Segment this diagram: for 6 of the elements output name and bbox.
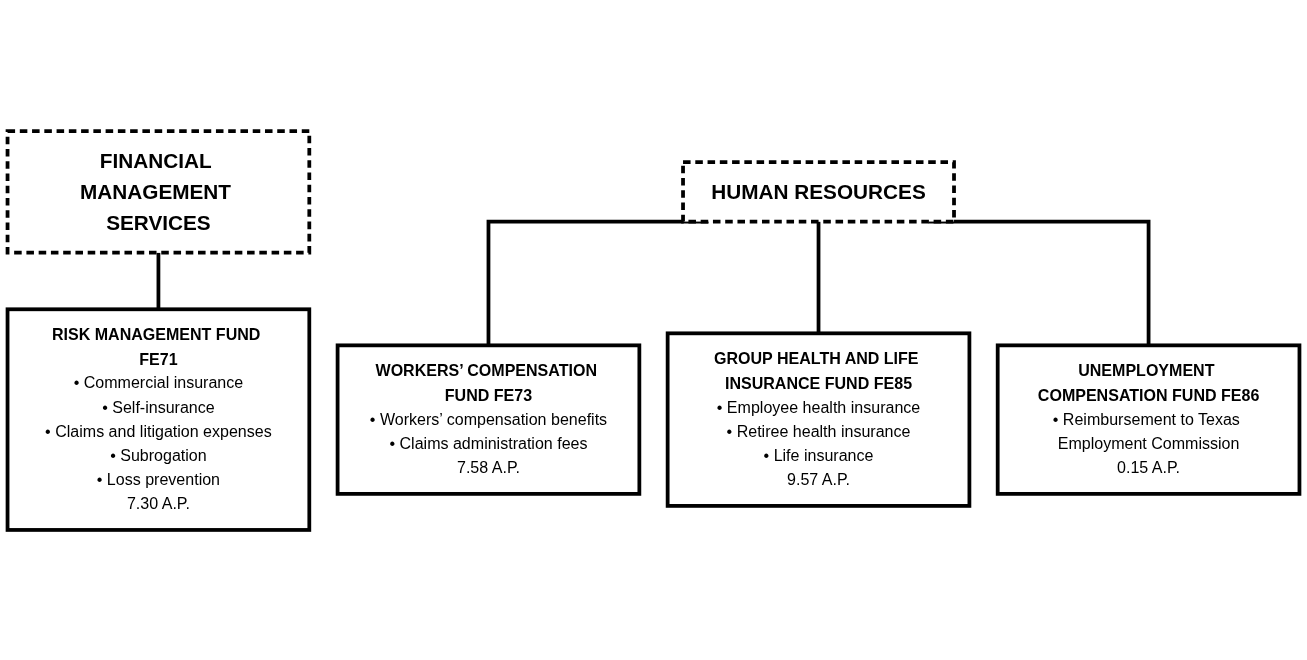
- node-box: WORKERS’ COMPENSATION FUND FE73 • Workers’ compensation benefits • Claims administration fees 7.58 A.P.: [335, 342, 642, 496]
- node-box: GROUP HEALTH AND LIFE INSURANCE FUND FE85 • Employee health insurance • Retiree health insurance • Life insurance 9.57 A.P.: [665, 330, 972, 508]
- node-box: HUMAN RESOURCES: [681, 159, 956, 223]
- node-box: UNEMPLOYMENT COMPENSATION FUND FE86 • Reimbursement to Texas Employment Commission 0.15 A.P.: [995, 342, 1302, 496]
- node-box: RISK MANAGEMENT FUND FE71 • Commercial insurance • Self-insurance • Claims and litigation expenses • Subrogation • Loss prevention 7.30 A.P.: [5, 306, 312, 532]
- node-box: FINANCIAL MANAGEMENT SERVICES: [5, 128, 312, 255]
